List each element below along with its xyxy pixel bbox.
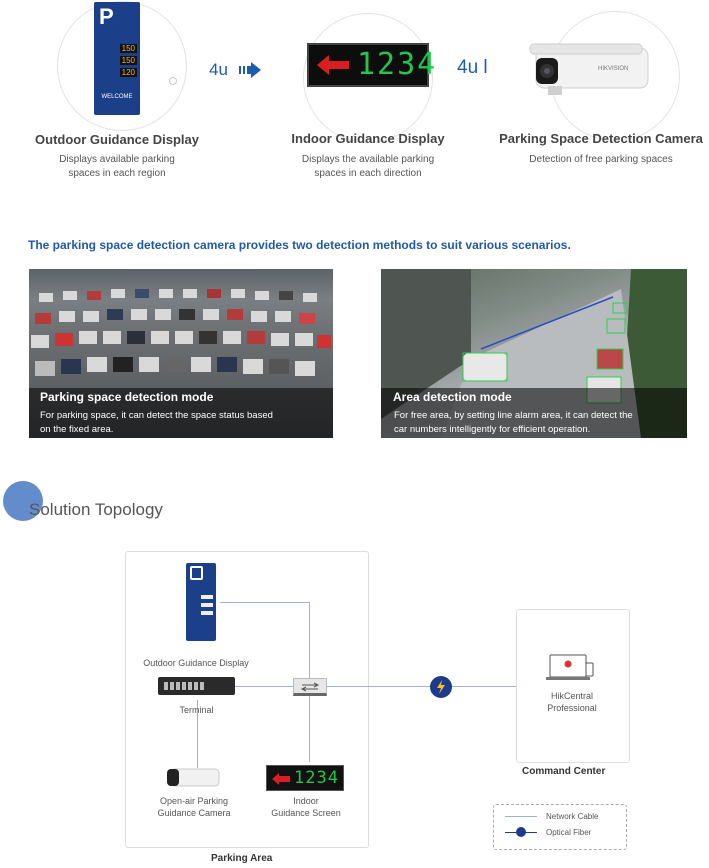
detection-methods-lead: The parking space detection camera provi… [28, 238, 571, 252]
area-mode-text-2: car numbers intelligently for efficient … [394, 424, 591, 435]
parking-letter: P [99, 4, 114, 29]
parking-area-box [125, 551, 369, 848]
network-line [235, 686, 297, 687]
outdoor-display-sign-image: P 150 150 120 WELCOME [94, 2, 140, 115]
optical-fiber-legend-icon [516, 827, 526, 837]
section-bullet-icon [3, 481, 43, 521]
product-title-outdoor: Outdoor Guidance Display [35, 132, 199, 147]
parking-area-label: Parking Area [211, 853, 273, 864]
terminal-label: Terminal [179, 705, 214, 715]
network-line [220, 602, 309, 603]
circle-tail-dot [169, 77, 177, 85]
product-title-camera: Parking Space Detection Camera [499, 131, 703, 146]
command-center-label: Command Center [522, 766, 606, 777]
terminal-icon [158, 677, 235, 695]
parking-mode-text-2: on the fixed area. [40, 424, 114, 435]
area-detection-photo: Area detection mode For free area, by se… [381, 269, 687, 438]
network-line [309, 602, 310, 682]
topology-outdoor-display-label: Outdoor Guidance Display [143, 658, 249, 668]
topology-indoor-digits: 1234 [294, 768, 339, 788]
product-desc-outdoor-1: Displays available parking [59, 154, 175, 165]
network-line [309, 692, 310, 762]
optical-fiber-icon [430, 676, 452, 698]
legend-network-cable: Network Cable [546, 812, 599, 821]
network-cable-legend-line [505, 816, 537, 817]
product-desc-camera: Detection of free parking spaces [529, 154, 673, 165]
parking-mode-title: Parking space detection mode [40, 390, 214, 404]
topology-camera-label-2: Guidance Camera [157, 808, 231, 818]
area-mode-caption: Area detection mode For free area, by se… [381, 388, 687, 438]
parking-mode-text-1: For parking space, it can detect the spa… [40, 410, 273, 421]
topology-indoor-label-2: Guidance Screen [271, 808, 341, 818]
product-desc-indoor-1: Displays the available parking [301, 154, 435, 165]
product-title-indoor: Indoor Guidance Display [291, 131, 445, 146]
switch-icon [293, 678, 327, 696]
area-mode-title: Area detection mode [393, 390, 512, 404]
laptop-icon [546, 654, 594, 684]
topology-camera-icon [165, 766, 221, 790]
detection-camera-image: HIKVISION [528, 42, 652, 96]
connector-label-2: 4u l [457, 57, 488, 78]
network-line [197, 700, 198, 768]
hikcentral-label-1: HikCentral [550, 691, 593, 701]
parking-space-detection-photo: Parking space detection mode For parking… [29, 269, 333, 438]
sign-count-1: 150 [119, 44, 137, 53]
indoor-display-digits: 1234 [357, 47, 438, 82]
legend-optical-fiber: Optical Fiber [546, 828, 592, 837]
red-arrow-icon [315, 52, 351, 83]
fiber-line [322, 686, 516, 687]
sign-welcome: WELCOME [101, 94, 133, 100]
topology-indoor-label-1: Indoor [293, 796, 319, 806]
topology-camera-label-1: Open-air Parking [159, 796, 229, 806]
product-desc-indoor-2: spaces in each direction [314, 168, 422, 179]
parking-mode-caption: Parking space detection mode For parking… [29, 388, 333, 438]
topology-outdoor-display-icon [186, 563, 216, 641]
indoor-display-image: 1234 [307, 43, 435, 87]
product-desc-outdoor-2: spaces in each region [68, 168, 166, 179]
command-center-box [516, 609, 630, 763]
sign-count-2: 150 [119, 56, 137, 65]
red-arrow-icon [271, 771, 291, 792]
arrow-right-icon [239, 61, 263, 84]
topology-indoor-screen-icon: 1234 [266, 765, 344, 791]
hikcentral-label-2: Professional [547, 703, 597, 713]
sign-count-3: 120 [119, 68, 137, 77]
legend-box [493, 804, 627, 850]
section-title: Solution Topology [29, 500, 163, 519]
connector-label-1: 4u [209, 60, 228, 79]
camera-brand: HIKVISION [598, 66, 629, 72]
area-mode-text-1: For free area, by setting line alarm are… [394, 410, 633, 421]
